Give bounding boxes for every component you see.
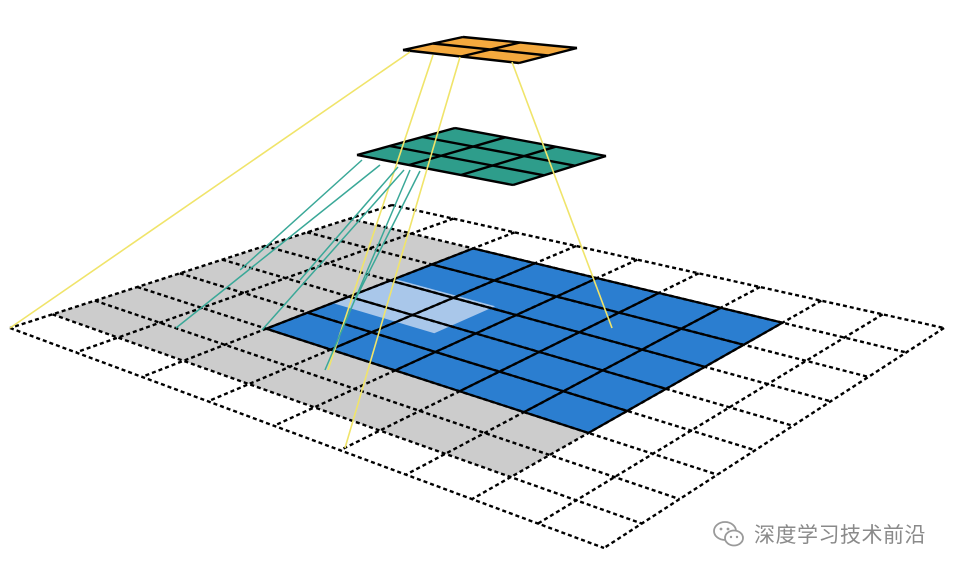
blue-grid-row-line (265, 327, 589, 435)
top-grid-col-line (402, 35, 464, 52)
input-grid-row-line (9, 326, 605, 550)
blue-grid-col-line (330, 262, 536, 351)
middle-grid-row-line (389, 144, 545, 177)
top-feature-map (402, 35, 578, 65)
input-grid-col-line (75, 217, 454, 354)
blue-grid-col-line (459, 292, 660, 393)
input-grid-col-line (603, 326, 945, 550)
watermark: 深度学习技术前沿 (712, 518, 926, 550)
blue-grid-col-line (523, 306, 722, 414)
blue-grid-row-line (307, 311, 628, 412)
teal-connection-line (299, 166, 399, 281)
teal-connection-line (354, 170, 421, 301)
yellow-connection-line (9, 51, 411, 329)
yellow-connection-line (344, 56, 461, 449)
input-grid-row-line (179, 272, 756, 452)
connection-lines (9, 51, 613, 449)
teal-connection-line (175, 164, 381, 329)
middle-feature-map (356, 126, 607, 187)
middle-grid-col-line (512, 154, 607, 187)
blue-grid-row-line (431, 263, 744, 346)
wechat-icon (713, 521, 744, 547)
input-grid-row-line (391, 203, 945, 330)
top-grid-col-line (518, 46, 578, 65)
blue-grid-row-line (473, 247, 783, 324)
teal-connection-line (261, 169, 405, 331)
input-layer (9, 203, 945, 550)
watermark-text: 深度学习技术前沿 (754, 523, 926, 547)
blue-grid-col-line (265, 247, 474, 330)
middle-grid-row-line (454, 126, 607, 158)
input-grid-row-line (94, 299, 680, 501)
blue-grid-col-line (394, 277, 598, 372)
middle-grid-row-line (356, 153, 514, 187)
blue-grid-row-line (348, 295, 667, 390)
yellow-connection-line (327, 54, 434, 371)
input-grid-col-line (9, 203, 393, 330)
middle-grid-col-line (460, 145, 557, 177)
middle-grid-col-line (408, 136, 506, 167)
yellow-connection-line (511, 61, 613, 329)
overlap-tint (332, 278, 496, 334)
input-grid-row-line (349, 217, 907, 354)
blue-grid-row-line (390, 279, 706, 368)
top-grid-col-line (460, 41, 521, 58)
blue-grid-col-line (587, 321, 784, 434)
input-grid-row-line (52, 313, 643, 525)
teal-connection-line (324, 169, 411, 371)
teal-connection-line (239, 159, 363, 271)
middle-map-fill (357, 128, 606, 185)
middle-grid-col-line (356, 126, 456, 157)
